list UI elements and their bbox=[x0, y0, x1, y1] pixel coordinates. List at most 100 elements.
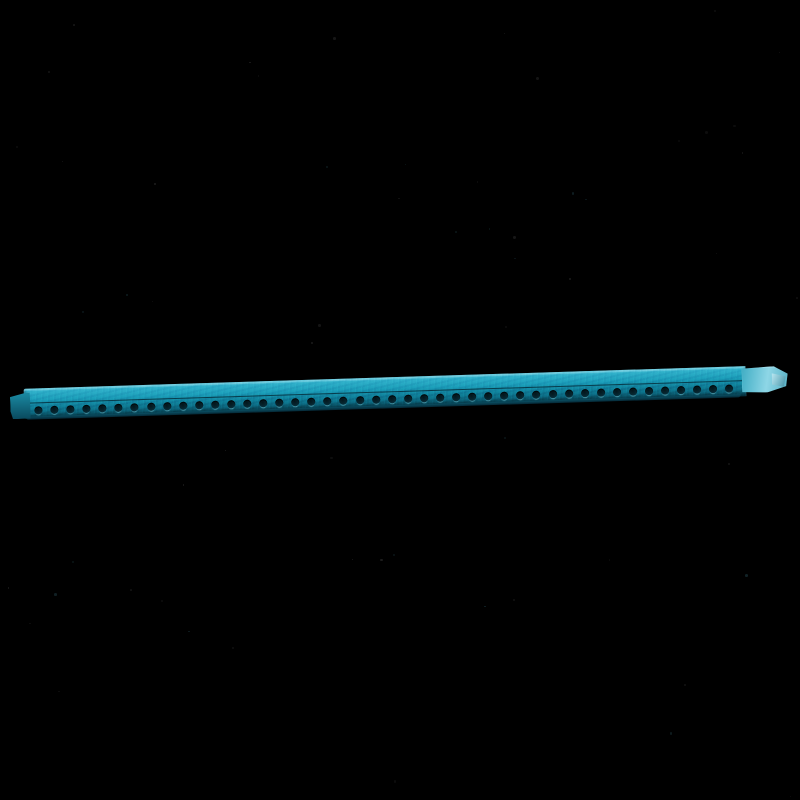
noise-speckle bbox=[779, 52, 780, 53]
noise-speckle bbox=[225, 450, 226, 451]
noise-speckle bbox=[705, 131, 707, 133]
noise-speckle bbox=[489, 228, 490, 229]
noise-speckle bbox=[569, 278, 571, 280]
noise-speckle bbox=[477, 181, 478, 182]
noise-speckle bbox=[790, 796, 791, 797]
noise-speckle bbox=[609, 559, 611, 561]
noise-speckle bbox=[352, 559, 354, 561]
noise-speckle bbox=[670, 732, 672, 734]
noise-speckle bbox=[504, 33, 505, 34]
drilled-hole bbox=[677, 386, 685, 394]
drilled-hole bbox=[549, 390, 557, 398]
drilled-hole bbox=[34, 406, 42, 414]
drilled-hole bbox=[436, 393, 444, 401]
noise-speckle bbox=[62, 161, 63, 162]
noise-speckle bbox=[678, 140, 680, 142]
noise-speckle bbox=[154, 183, 156, 185]
noise-speckle bbox=[29, 623, 30, 624]
noise-speckle bbox=[16, 146, 18, 148]
drilled-hole bbox=[581, 389, 589, 397]
noise-speckle bbox=[393, 554, 395, 556]
noise-speckle bbox=[188, 631, 189, 632]
noise-speckle bbox=[745, 574, 748, 577]
noise-speckle bbox=[742, 152, 744, 154]
drilled-hole bbox=[340, 396, 348, 404]
drilled-hole bbox=[565, 389, 573, 397]
noise-speckle bbox=[796, 297, 798, 299]
drilled-hole bbox=[356, 396, 364, 404]
noise-speckle bbox=[333, 37, 336, 40]
noise-speckle bbox=[330, 457, 332, 459]
noise-speckle bbox=[161, 600, 163, 602]
drilled-hole bbox=[420, 394, 428, 402]
noise-speckle bbox=[126, 294, 128, 296]
noise-speckle bbox=[405, 164, 406, 165]
drilled-hole bbox=[468, 392, 476, 400]
drilled-hole bbox=[452, 393, 460, 401]
drilled-hole bbox=[532, 390, 540, 398]
drilled-hole bbox=[597, 388, 605, 396]
drilled-hole bbox=[629, 387, 637, 395]
noise-speckle bbox=[728, 463, 730, 465]
noise-speckle bbox=[513, 599, 516, 602]
noise-speckle bbox=[58, 691, 60, 693]
drilled-hole bbox=[179, 401, 187, 409]
noise-speckle bbox=[380, 559, 383, 562]
drilled-hole bbox=[291, 398, 299, 406]
drilled-hole bbox=[275, 398, 283, 406]
teal-metal-bar bbox=[10, 365, 789, 419]
drilled-hole bbox=[227, 400, 235, 408]
drilled-hole bbox=[613, 388, 621, 396]
noise-speckle bbox=[54, 593, 57, 596]
noise-speckle bbox=[585, 199, 586, 200]
noise-speckle bbox=[733, 125, 735, 127]
noise-speckle bbox=[572, 192, 574, 194]
drilled-hole bbox=[500, 391, 508, 399]
noise-speckle bbox=[398, 198, 399, 199]
drilled-hole bbox=[115, 403, 123, 411]
drilled-hole bbox=[516, 391, 524, 399]
drilled-hole bbox=[243, 399, 251, 407]
noise-speckle bbox=[536, 77, 539, 80]
noise-speckle bbox=[513, 236, 515, 238]
noise-speckle bbox=[249, 62, 251, 64]
noise-speckle bbox=[455, 231, 457, 233]
drilled-hole bbox=[372, 395, 380, 403]
drilled-hole bbox=[693, 385, 701, 393]
noise-speckle bbox=[504, 437, 505, 438]
drilled-hole bbox=[163, 402, 171, 410]
noise-speckle bbox=[82, 311, 83, 312]
noise-speckle bbox=[514, 258, 516, 260]
noise-speckle bbox=[505, 326, 507, 328]
drilled-hole bbox=[404, 394, 412, 402]
noise-speckle bbox=[8, 587, 10, 589]
noise-speckle bbox=[684, 684, 686, 686]
noise-speckle bbox=[326, 166, 328, 168]
drilled-hole bbox=[645, 387, 653, 395]
noise-speckle bbox=[311, 342, 313, 344]
drilled-hole bbox=[211, 400, 219, 408]
bar-left-tip bbox=[10, 392, 31, 420]
drilled-hole bbox=[82, 404, 90, 412]
drilled-hole bbox=[388, 395, 396, 403]
drilled-hole bbox=[259, 399, 267, 407]
noise-speckle bbox=[318, 324, 321, 327]
drilled-hole bbox=[661, 386, 669, 394]
drilled-hole bbox=[324, 397, 332, 405]
drilled-hole bbox=[131, 403, 139, 411]
noise-speckle bbox=[716, 253, 717, 254]
bar-right-tip bbox=[741, 366, 788, 393]
drilled-hole bbox=[195, 401, 203, 409]
drilled-hole bbox=[484, 392, 492, 400]
noise-speckle bbox=[258, 75, 259, 76]
noise-speckle bbox=[73, 24, 75, 26]
noise-speckle bbox=[72, 561, 74, 563]
drilled-hole bbox=[147, 402, 155, 410]
noise-speckle bbox=[48, 71, 50, 73]
noise-speckle bbox=[484, 606, 485, 607]
noise-speckle bbox=[152, 301, 153, 302]
drilled-hole bbox=[307, 397, 315, 405]
drilled-hole bbox=[725, 384, 733, 392]
drilled-hole bbox=[66, 405, 74, 413]
drilled-hole bbox=[709, 385, 717, 393]
